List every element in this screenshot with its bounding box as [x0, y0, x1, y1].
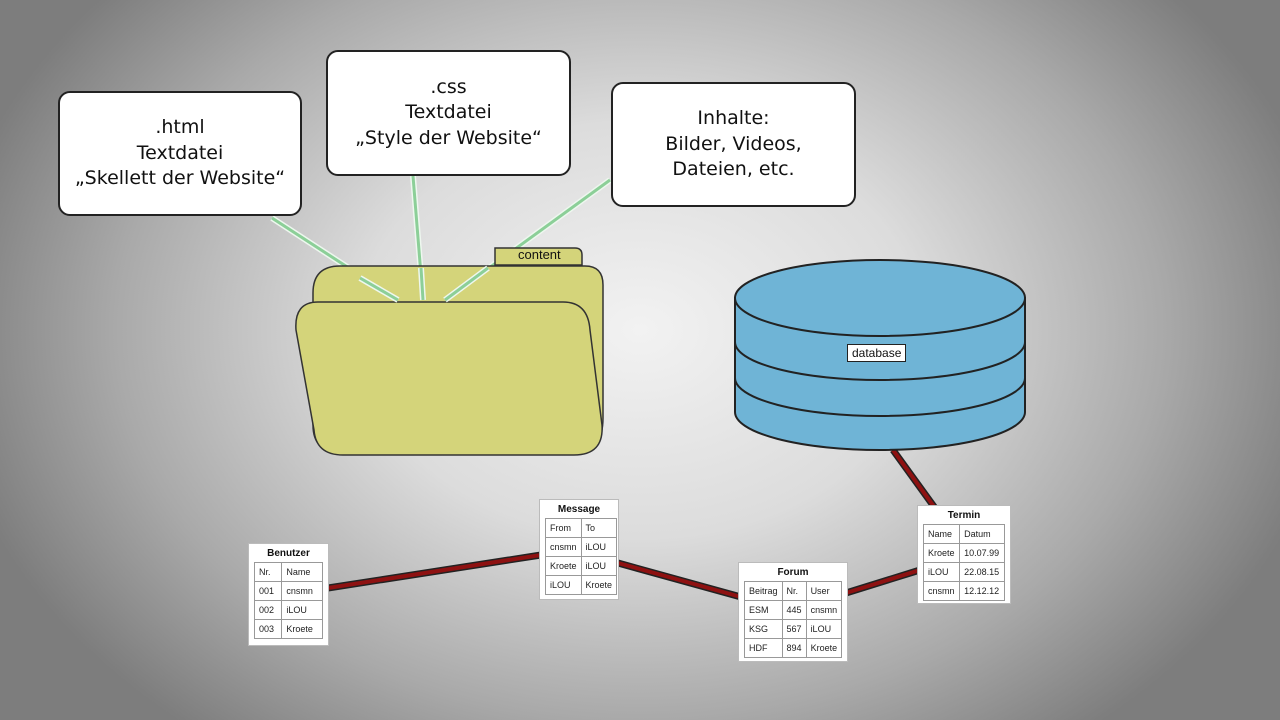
callout-css: .css Textdatei „Style der Website“ — [326, 50, 571, 176]
table-cell: 10.07.99 — [959, 543, 1005, 563]
table-cell: HDF — [744, 638, 783, 658]
table-message: Message From To cnsmn iLOU Kroete iLOU i… — [539, 499, 619, 600]
table-cell: iLOU — [580, 537, 618, 557]
table-row: HDF 894 Kroete — [744, 638, 843, 658]
table-header-cell: Nr. — [253, 562, 283, 582]
table-cell: 445 — [781, 600, 807, 620]
table-cell: iLOU — [545, 575, 582, 595]
table-grid: Beitrag Nr. User ESM 445 cnsmn KSG 567 i… — [744, 581, 843, 658]
table-header-cell: User — [805, 581, 843, 601]
callout-html: .html Textdatei „Skellett der Website“ — [58, 91, 302, 216]
table-cell: iLOU — [580, 556, 618, 576]
table-header-cell: From — [545, 518, 582, 538]
table-cell: 894 — [781, 638, 807, 658]
table-cell: KSG — [744, 619, 783, 639]
table-cell: Kroete — [281, 619, 323, 639]
table-forum: Forum Beitrag Nr. User ESM 445 cnsmn KSG… — [738, 562, 848, 662]
table-header-cell: To — [580, 518, 618, 538]
table-header-row: Nr. Name — [253, 562, 323, 582]
table-row: 001 cnsmn — [253, 581, 323, 601]
table-title: Message — [557, 504, 601, 515]
table-title: Termin — [947, 510, 981, 521]
table-header-row: Name Datum — [922, 524, 1005, 544]
table-row: KSG 567 iLOU — [744, 619, 843, 639]
table-cell: 567 — [781, 619, 807, 639]
table-cell: iLOU — [805, 619, 843, 639]
table-header-cell: Datum — [959, 524, 1005, 544]
table-cell: cnsmn — [805, 600, 843, 620]
table-header-cell: Nr. — [781, 581, 807, 601]
table-row: Kroete iLOU — [545, 556, 618, 576]
table-cell: 003 — [253, 619, 283, 639]
table-header-cell: Name — [922, 524, 961, 544]
table-cell: iLOU — [281, 600, 323, 620]
callout-content: Inhalte: Bilder, Videos, Dateien, etc. — [611, 82, 856, 207]
callout-css-line: Textdatei — [405, 101, 492, 124]
table-grid: Name Datum Kroete 10.07.99 iLOU 22.08.15… — [922, 524, 1005, 601]
table-cell: Kroete — [805, 638, 843, 658]
table-header-row: From To — [545, 518, 618, 538]
table-row: iLOU Kroete — [545, 575, 618, 595]
table-cell: iLOU — [922, 562, 961, 582]
database-label: database — [847, 344, 907, 362]
table-header-cell: Beitrag — [744, 581, 783, 601]
folder-label: content — [518, 247, 561, 262]
table-header-cell: Name — [281, 562, 323, 582]
callout-html-line: Textdatei — [136, 141, 224, 164]
database-icon — [734, 259, 1026, 451]
table-row: iLOU 22.08.15 — [922, 562, 1005, 582]
table-row: Kroete 10.07.99 — [922, 543, 1005, 563]
table-cell: Kroete — [922, 543, 961, 563]
table-row: 003 Kroete — [253, 619, 323, 639]
table-row: cnsmn iLOU — [545, 537, 618, 557]
table-cell: cnsmn — [922, 581, 961, 601]
callout-content-line: Dateien, etc. — [672, 158, 795, 181]
table-cell: 22.08.15 — [959, 562, 1005, 582]
table-cell: Kroete — [580, 575, 618, 595]
table-cell: 001 — [253, 581, 283, 601]
red-links — [327, 447, 938, 601]
table-row: cnsmn 12.12.12 — [922, 581, 1005, 601]
table-row: 002 iLOU — [253, 600, 323, 620]
table-title: Forum — [777, 567, 809, 578]
callout-html-line: „Skellett der Website“ — [74, 167, 286, 190]
table-row: ESM 445 cnsmn — [744, 600, 843, 620]
table-title: Benutzer — [267, 548, 310, 559]
table-cell: cnsmn — [281, 581, 323, 601]
table-cell: ESM — [744, 600, 783, 620]
green-links-front — [358, 265, 490, 303]
table-header-row: Beitrag Nr. User — [744, 581, 843, 601]
table-cell: Kroete — [545, 556, 582, 576]
table-cell: cnsmn — [545, 537, 582, 557]
table-benutzer: Benutzer Nr. Name 001 cnsmn 002 iLOU 003… — [248, 543, 329, 646]
callout-css-line: .css — [430, 75, 467, 98]
callout-html-line: .html — [155, 116, 205, 139]
folder-icon — [295, 247, 604, 456]
callout-content-line: Inhalte: — [697, 107, 770, 130]
table-cell: 12.12.12 — [959, 581, 1005, 601]
callout-content-line: Bilder, Videos, — [665, 132, 802, 155]
table-grid: From To cnsmn iLOU Kroete iLOU iLOU Kroe… — [545, 518, 618, 595]
table-grid: Nr. Name 001 cnsmn 002 iLOU 003 Kroete — [253, 562, 323, 639]
table-termin: Termin Name Datum Kroete 10.07.99 iLOU 2… — [917, 505, 1011, 604]
callout-css-line: „Style der Website“ — [355, 126, 542, 149]
table-cell: 002 — [253, 600, 283, 620]
